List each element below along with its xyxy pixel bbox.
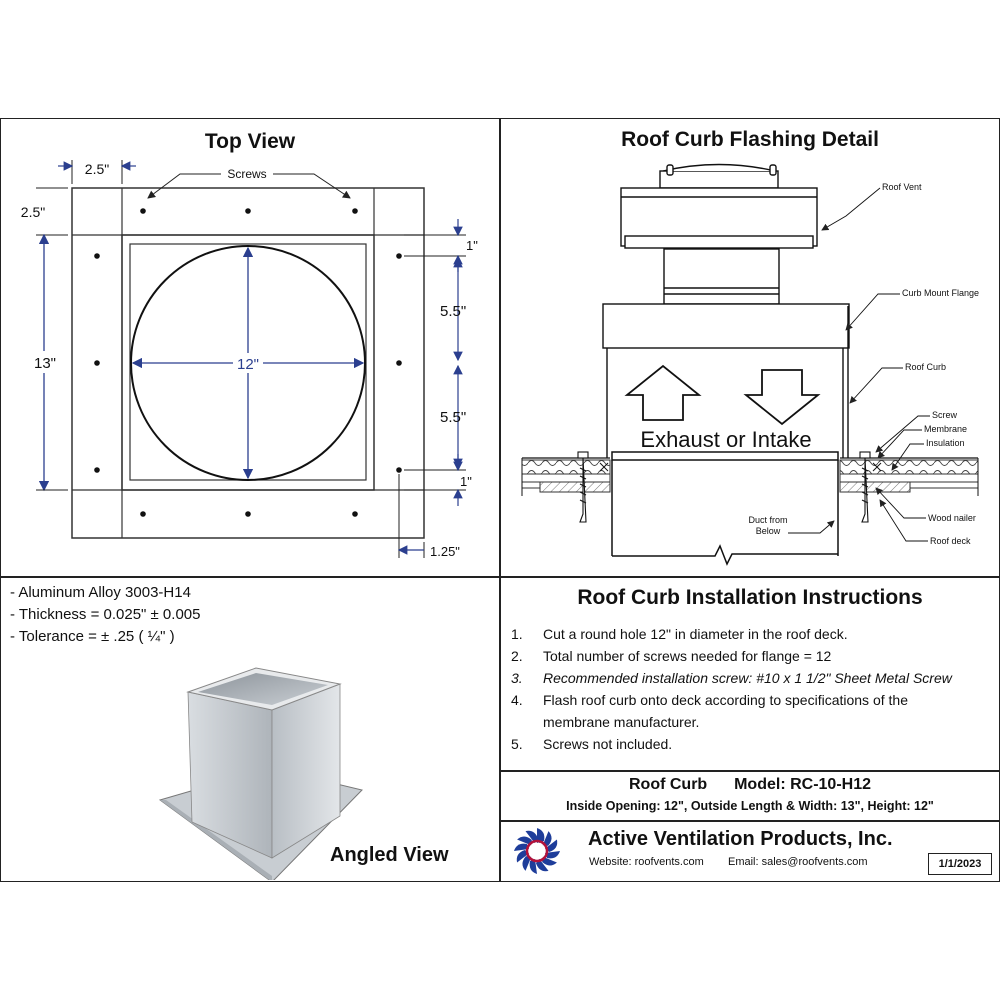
step-number: 5. (511, 736, 523, 752)
dim-5-5-lower: 5.5" (440, 409, 466, 426)
angled-view-illustration (158, 667, 363, 880)
step-number: 4. (511, 692, 523, 708)
step-text: membrane manufacturer. (543, 714, 700, 730)
model-product: Roof Curb (628, 776, 708, 793)
step-text: Recommended installation screw: #10 x 1 … (543, 670, 952, 686)
callout-roof-deck: Roof deck (930, 536, 971, 546)
screw-hole (94, 360, 100, 366)
screw-hole (396, 360, 402, 366)
screw-hole (245, 511, 251, 517)
spec-thickness: - Thickness = 0.025" ± 0.005 (10, 606, 201, 623)
callout-insulation: Insulation (926, 438, 965, 448)
spec-material: - Aluminum Alloy 3003-H14 (10, 584, 191, 601)
screw-hole (140, 511, 146, 517)
step-number: 2. (511, 648, 523, 664)
airflow-label: Exhaust or Intake (640, 427, 811, 452)
top-view-drawing: 12" Screws 2.5" 2.5" (21, 160, 478, 559)
model-number: Model: RC-10-H12 (734, 776, 871, 793)
duct (611, 451, 839, 566)
callout-screw: Screw (932, 410, 958, 420)
screw-hole (94, 253, 100, 259)
screw-left (577, 451, 589, 523)
company-logo (514, 828, 560, 874)
screw-hole (352, 511, 358, 517)
callout-membrane: Membrane (924, 424, 967, 434)
spec-tolerance: - Tolerance = ± .25 ( ¼" ) (10, 628, 175, 645)
callout-duct-line1: Duct from (748, 515, 787, 525)
arrow-up (624, 364, 702, 421)
dim-flange-width: 2.5" (85, 161, 109, 177)
dim-5-5-upper: 5.5" (440, 303, 466, 320)
dim-diameter: 12" (237, 356, 259, 373)
top-view-panel (0, 118, 501, 578)
dim-1-25: 1.25" (430, 544, 460, 559)
dim-flange-height: 2.5" (21, 204, 45, 220)
company-email: Email: sales@roofvents.com (728, 856, 868, 868)
callout-duct-line2: Below (756, 526, 781, 536)
screw-hole (245, 208, 251, 214)
flashing-title: Roof Curb Flashing Detail (621, 128, 879, 151)
screw-holes (94, 208, 402, 517)
specs-panel (0, 576, 501, 882)
step-text: Screws not included. (543, 736, 673, 752)
step-number: 1. (511, 626, 523, 642)
callout-roof-curb: Roof Curb (905, 362, 946, 372)
curb-wall (121, 234, 375, 491)
screw-hole (396, 467, 402, 473)
screws-label: Screws (227, 167, 266, 181)
screw-hole (396, 253, 402, 259)
flashing-drawing: Exhaust or Intake Roof Vent Curb Mount F… (521, 163, 979, 566)
roof-curb-body (606, 306, 849, 458)
flange-outline (71, 187, 425, 539)
company-website: Website: roofvents.com (589, 856, 704, 868)
top-view-title: Top View (204, 130, 296, 153)
callout-curb-mount-flange: Curb Mount Flange (902, 288, 979, 298)
model-dimensions: Inside Opening: 12", Outside Length & Wi… (566, 799, 934, 813)
drawing-date: 1/1/2023 (938, 858, 982, 870)
step-text: Cut a round hole 12" in diameter in the … (543, 626, 848, 642)
instructions-title: Roof Curb Installation Instructions (577, 586, 923, 609)
callout-roof-vent: Roof Vent (882, 182, 922, 192)
drawing-sheet: Top View 12" (0, 118, 1000, 882)
round-hole (130, 245, 366, 481)
company-name: Active Ventilation Products, Inc. (588, 828, 893, 850)
step-text: Total number of screws needed for flange… (543, 648, 832, 664)
drawing-date-box: 1/1/2023 (928, 853, 992, 875)
dim-side-length: 13" (34, 355, 56, 372)
curb-mount-flange (602, 303, 850, 349)
screw-hole (140, 208, 146, 214)
screw-right (859, 451, 871, 523)
step-text: Flash roof curb onto deck according to s… (543, 692, 908, 708)
screw-hole (352, 208, 358, 214)
screw-hole (94, 467, 100, 473)
angled-view-label: Angled View (330, 844, 449, 866)
callout-wood-nailer: Wood nailer (928, 513, 976, 523)
step-number: 3. (511, 670, 523, 686)
roof-vent (620, 163, 818, 305)
dim-1-bottom: 1" (460, 474, 472, 489)
model-line: Roof Curb Model: RC-10-H12 (510, 776, 990, 794)
arrow-down (743, 369, 821, 426)
roof-layers (521, 457, 979, 493)
dim-1-top: 1" (466, 238, 478, 253)
